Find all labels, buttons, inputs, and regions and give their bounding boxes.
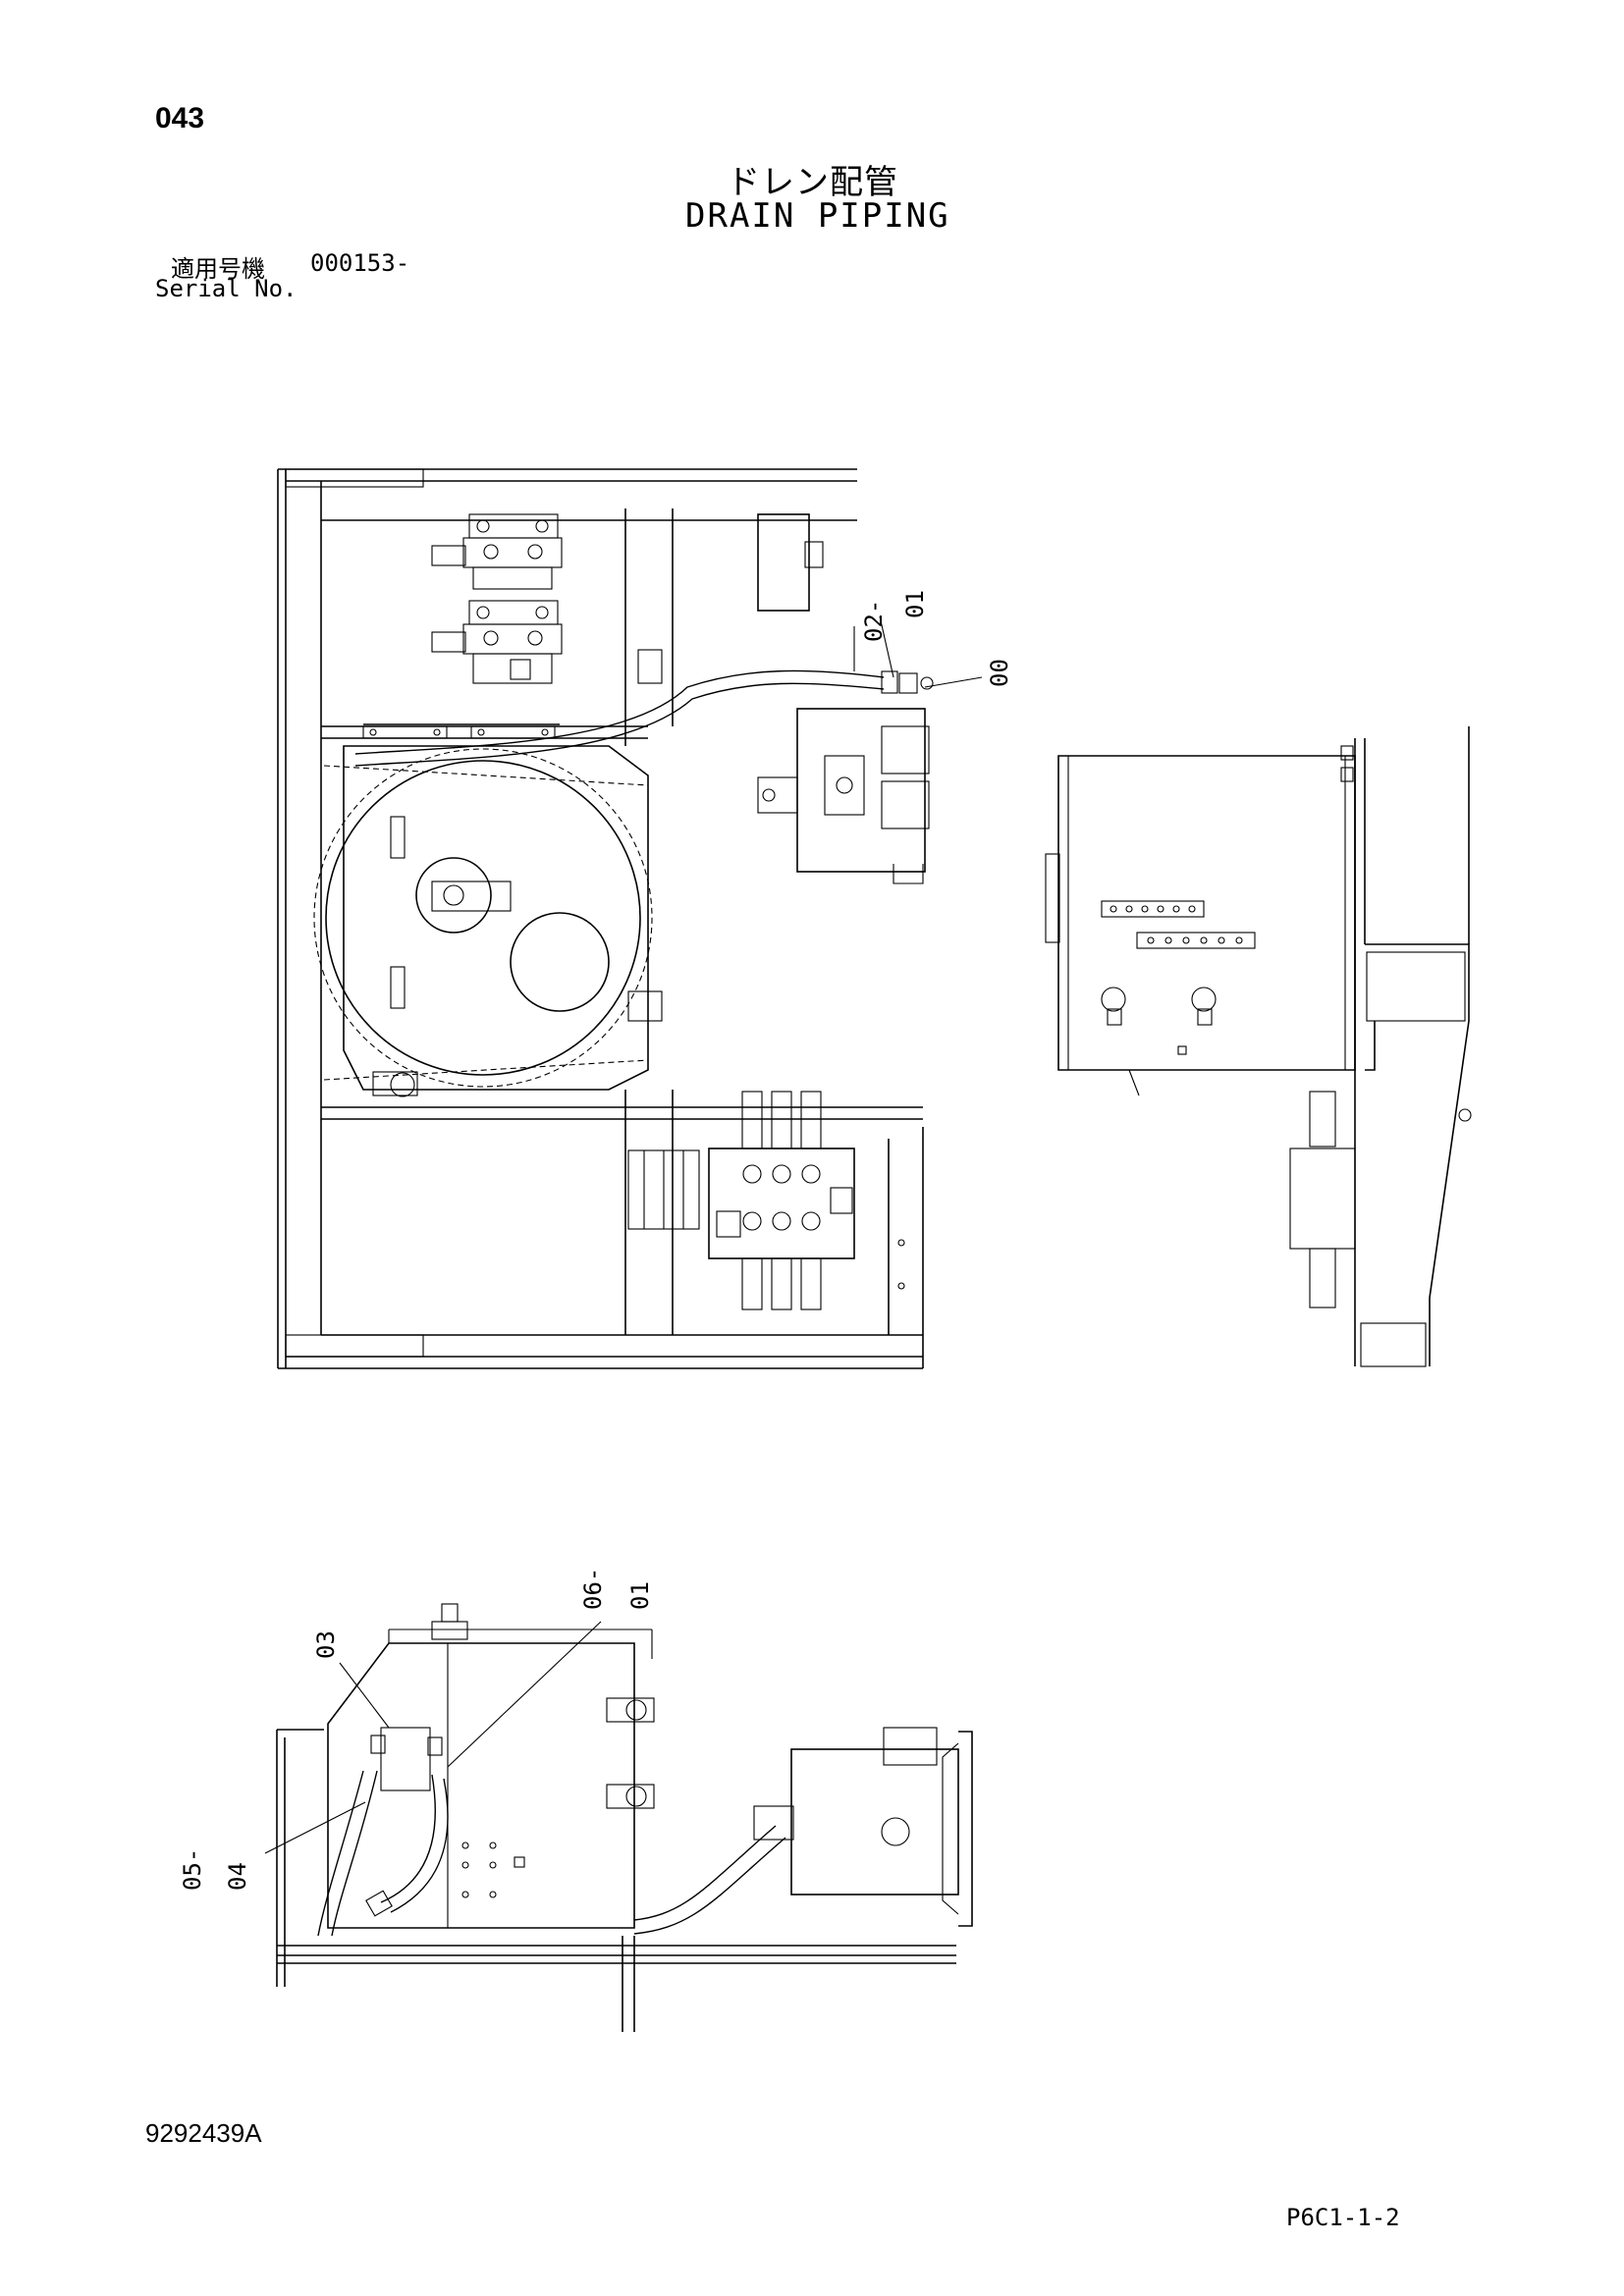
bottom-view [276, 1603, 973, 2032]
serial-label-english: Serial No. [155, 275, 298, 302]
side-view [1045, 726, 1472, 1367]
brake-valves-top [431, 513, 663, 684]
callout-02: 02- [860, 600, 888, 642]
callout-01-bottom: 01 [626, 1581, 654, 1610]
solenoid-box [757, 513, 810, 612]
callout-03: 03 [312, 1630, 340, 1659]
callout-05: 05- [179, 1848, 206, 1891]
control-valve-bank [627, 1091, 905, 1310]
page-number: 043 [155, 102, 205, 134]
drawing-number: 9292439A [145, 2118, 262, 2148]
top-callout-leaders [853, 615, 983, 688]
top-view-frame [277, 468, 924, 1369]
title-english: DRAIN PIPING [685, 196, 950, 236]
title-japanese: ドレン配管 [727, 163, 898, 202]
callout-06: 06- [579, 1568, 607, 1610]
callout-00: 00 [986, 659, 1013, 687]
callout-04: 04 [224, 1862, 251, 1891]
swing-bearing [313, 745, 663, 1097]
callout-01-top: 01 [901, 590, 929, 618]
cross-rail [362, 723, 560, 739]
pilot-pump-assembly [757, 708, 930, 884]
page-code: P6C1-1-2 [1286, 2204, 1400, 2231]
serial-label-japanese: 適用号機 [171, 255, 265, 283]
drain-hoses-top [354, 669, 934, 767]
bottom-callout-leaders [264, 1621, 602, 1854]
serial-value: 000153- [310, 249, 410, 277]
